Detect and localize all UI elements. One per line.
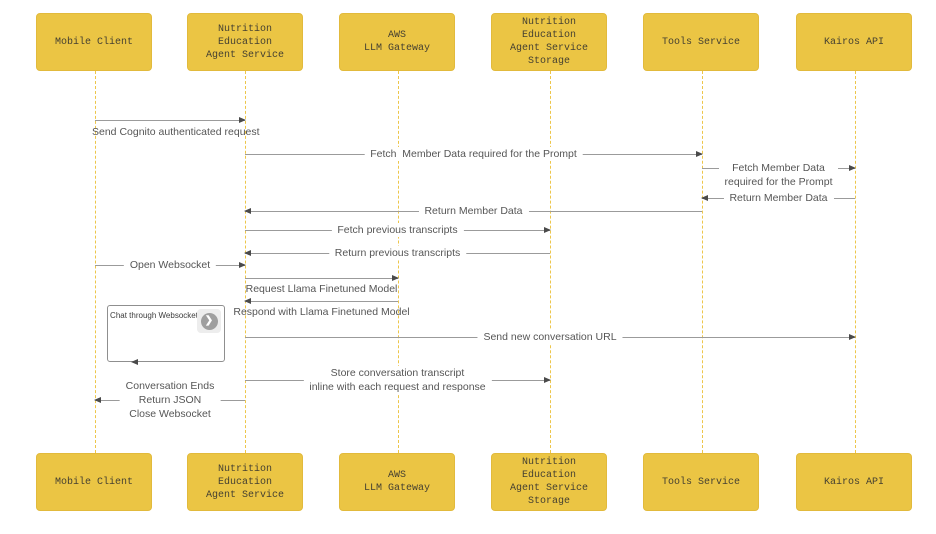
chat-websocket-label: Chat through Websocket [110, 311, 198, 320]
actor-tools-service-top: Tools Service [643, 13, 759, 71]
arrowhead-left-icon [244, 298, 251, 304]
message-label: Send Cognito authenticated request [92, 126, 260, 138]
message-label: Fetch Member Data required for the Promp… [364, 147, 583, 161]
message-label: Respond with Llama Finetuned Model [233, 306, 410, 318]
arrowhead-left-icon [701, 195, 708, 201]
arrowhead-right-icon [849, 334, 856, 340]
chat-websocket-loop: Chat through Websocket ❯ [107, 305, 225, 365]
arrowhead-right-icon [239, 262, 246, 268]
arrowhead-right-icon [544, 227, 551, 233]
message-line [95, 120, 245, 121]
actor-nutrition-agent-service-bottom: Nutrition Education Agent Service [187, 453, 303, 511]
actor-mobile-client-top: Mobile Client [36, 13, 152, 71]
arrowhead-right-icon [849, 165, 856, 171]
message-label: Return Member Data [418, 204, 529, 218]
chevron-right-icon[interactable]: ❯ [200, 312, 218, 330]
actor-mobile-client-bottom: Mobile Client [36, 453, 152, 511]
actor-agent-service-storage-top: Nutrition Education Agent Service Storag… [491, 13, 607, 71]
actor-agent-service-storage-bottom: Nutrition Education Agent Service Storag… [491, 453, 607, 511]
arrowhead-left-icon [244, 250, 251, 256]
arrowhead-right-icon [544, 377, 551, 383]
message-label: Store conversation transcript inline wit… [303, 366, 492, 394]
lifeline-tools-service [702, 71, 703, 453]
lifeline-agent-service-storage [550, 71, 551, 453]
arrowhead-left-icon [131, 359, 138, 365]
message-label: Open Websocket [123, 258, 217, 272]
message-label: Fetch Member Data required for the Promp… [718, 161, 839, 189]
actor-aws-llm-gateway-top: AWS LLM Gateway [339, 13, 455, 71]
lifeline-aws-llm-gateway [398, 71, 399, 453]
arrowhead-left-icon [244, 208, 251, 214]
actor-kairos-api-bottom: Kairos API [796, 453, 912, 511]
arrowhead-right-icon [239, 117, 246, 123]
message-label: Return Member Data [723, 191, 834, 205]
message-line [245, 301, 398, 302]
message-label: Fetch previous transcripts [331, 223, 464, 237]
expand-button[interactable]: ❯ [197, 309, 221, 333]
arrowhead-left-icon [94, 397, 101, 403]
actor-aws-llm-gateway-bottom: AWS LLM Gateway [339, 453, 455, 511]
lifeline-mobile-client [95, 71, 96, 453]
actor-tools-service-bottom: Tools Service [643, 453, 759, 511]
message-label: Conversation Ends Return JSON Close Webs… [119, 379, 221, 421]
message-line [245, 278, 398, 279]
message-label: Send new conversation URL [477, 330, 623, 344]
arrowhead-right-icon [392, 275, 399, 281]
arrowhead-right-icon [696, 151, 703, 157]
message-label: Request Llama Finetuned Model [245, 283, 398, 295]
actor-nutrition-agent-service-top: Nutrition Education Agent Service [187, 13, 303, 71]
lifeline-kairos-api [855, 71, 856, 453]
message-label: Return previous transcripts [328, 246, 467, 260]
actor-kairos-api-top: Kairos API [796, 13, 912, 71]
